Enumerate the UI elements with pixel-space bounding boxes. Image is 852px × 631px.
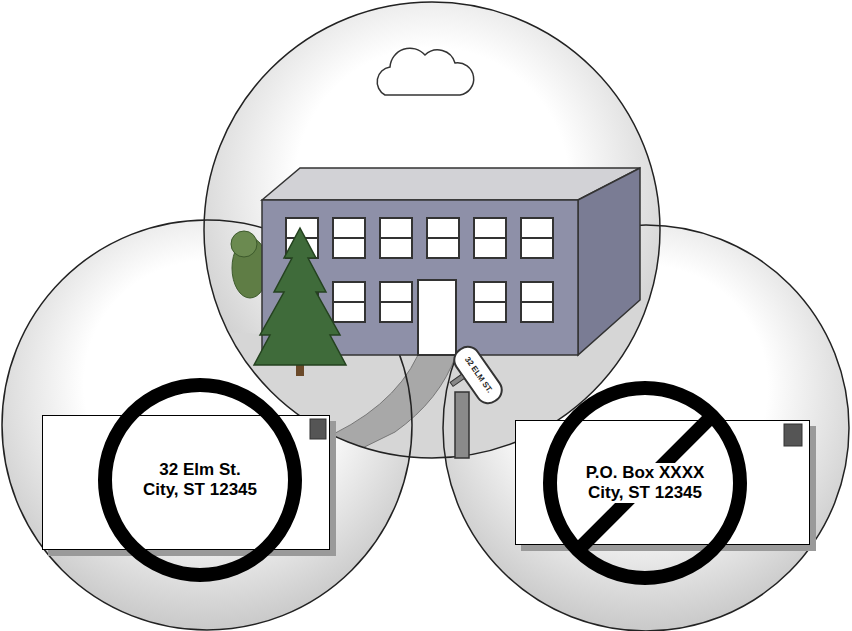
circle-outline	[443, 225, 849, 631]
prohibit-sign	[550, 388, 740, 578]
address-text: 32 Elm St. City, ST 12345	[140, 460, 261, 501]
circle-outline	[204, 2, 660, 458]
circle-outline	[2, 220, 412, 630]
pine-tree	[254, 228, 346, 376]
approve-ring	[105, 385, 295, 575]
cloud	[377, 48, 473, 95]
envelope: 32 Elm St. City, ST 12345	[42, 415, 330, 550]
address-text: P.O. Box XXXX City, ST 12345	[583, 463, 708, 504]
envelope: P.O. Box XXXX City, ST 12345	[515, 420, 810, 545]
mailbox-address: 32 ELM ST.	[462, 355, 493, 394]
envelope-paper	[42, 415, 816, 556]
mailbox	[438, 342, 506, 458]
